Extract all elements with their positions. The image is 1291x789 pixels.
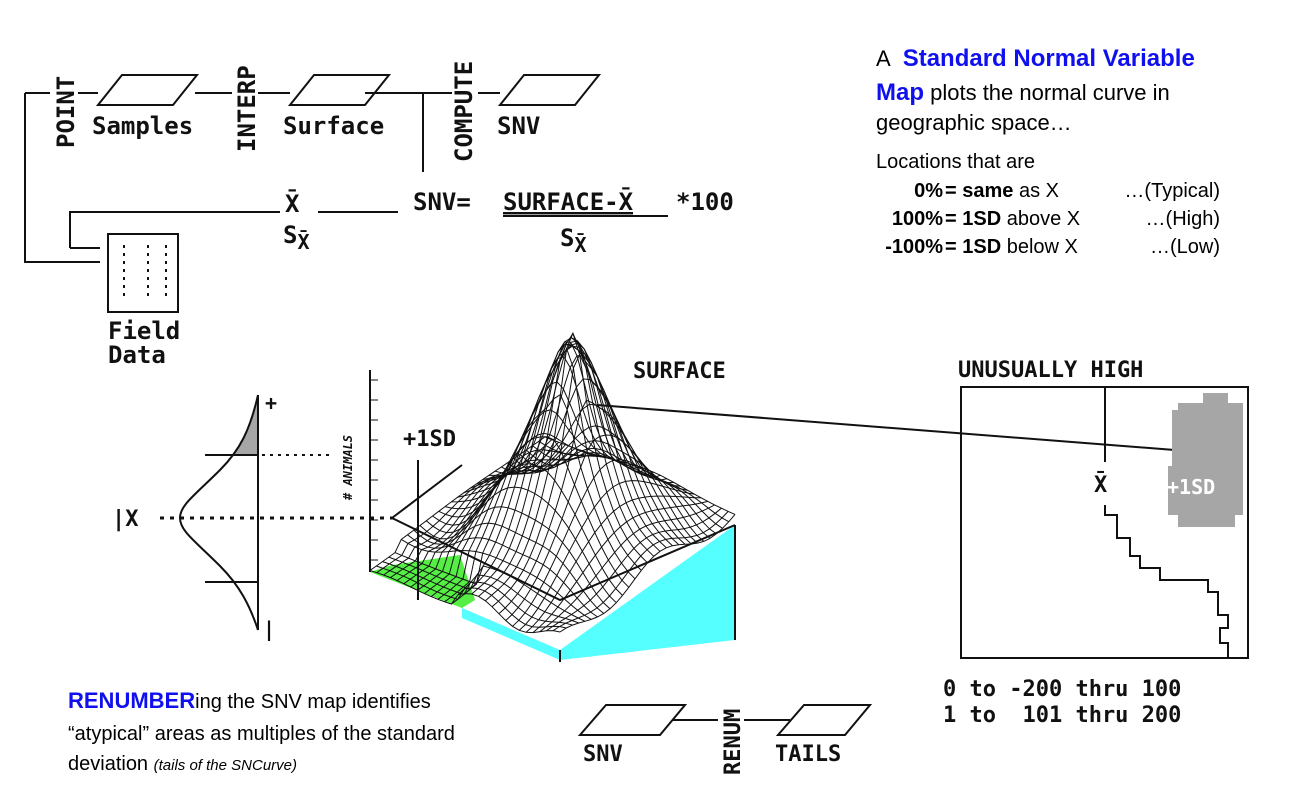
mesh-line	[471, 342, 647, 595]
formula-numerator: SURFACE-X̄	[503, 186, 634, 216]
mesh-line	[491, 353, 668, 608]
legend-row-1: 1 to 101 thru 200	[943, 703, 1181, 728]
mesh-line	[552, 511, 729, 632]
surface-mesh	[369, 332, 736, 634]
point-operation-label: POINT	[52, 76, 80, 148]
mesh-line	[463, 345, 655, 557]
mesh-line	[498, 399, 674, 615]
surface-label: Surface	[283, 112, 384, 140]
renumber-description: RENUMBERing the SNV map identifies “atyp…	[68, 688, 455, 775]
mesh-line	[482, 340, 673, 547]
legend-row-0: 0 to -200 thru 100	[943, 677, 1181, 702]
location-row-pct: -100%	[885, 236, 943, 258]
location-row-pct: 0%	[914, 180, 943, 202]
sd-label: +1SD	[403, 427, 456, 452]
flowchart-bottom: SNV RENUM TAILS	[577, 704, 873, 775]
boundary-line	[1104, 505, 1229, 658]
map-title: UNUSUALLY HIGH	[958, 358, 1143, 383]
map-sd-label: +1SD	[1167, 475, 1215, 499]
data-label: Data	[108, 341, 166, 369]
mesh-line	[532, 445, 723, 529]
surface-plot-label: SURFACE	[633, 359, 726, 384]
field-data-icon	[107, 233, 179, 313]
mesh-line	[519, 447, 711, 539]
samples-layer-icon	[95, 74, 200, 106]
y-axis-label: # ANIMALS	[341, 435, 355, 501]
samples-label: Samples	[92, 112, 193, 140]
plus-label: +	[265, 391, 277, 415]
description-line-3: geographic space…	[876, 110, 1072, 135]
location-row-note: …(Low)	[1150, 236, 1220, 258]
mesh-line	[525, 495, 702, 633]
renumber-line-2: “atypical” areas as multiples of the sta…	[68, 723, 455, 745]
formula-denominator: SX̄	[560, 224, 587, 257]
surface-layer-icon	[287, 74, 392, 106]
surface-3d-plot: # ANIMALS +1SD SURFACE	[341, 332, 736, 662]
map-mean-label: X̄	[1094, 472, 1107, 498]
mean-symbol: X̄	[285, 188, 300, 218]
snv-layer-icon	[497, 74, 602, 106]
bottom-snv-label: SNV	[583, 742, 623, 767]
formula-lhs: SNV=	[413, 188, 471, 216]
compute-operation-label: COMPUTE	[450, 61, 478, 162]
mesh-line	[457, 332, 648, 564]
mesh-line	[532, 500, 709, 633]
renumber-line-3: deviation (tails of the SNCurve)	[68, 753, 297, 775]
minus-label: |	[263, 617, 275, 641]
location-row-pct: 100%	[892, 208, 943, 230]
flowchart-top: POINT Samples INTERP Surface COMPUTE SNV…	[24, 61, 734, 369]
tails-label: TAILS	[775, 742, 841, 767]
bell-curve	[178, 394, 259, 631]
upper-tail-fill	[232, 395, 258, 455]
snv-label: SNV	[497, 112, 540, 140]
mean-marker-label: |X	[112, 507, 139, 532]
field-label: Field	[108, 317, 180, 345]
location-row: = same as X	[945, 180, 1059, 202]
formula-multiplier: *100	[676, 188, 734, 216]
mesh-line	[469, 343, 661, 552]
pointer-arrow	[596, 404, 1203, 460]
normal-curve: + |X |	[112, 391, 395, 641]
description-line-2: Map plots the normal curve in	[876, 79, 1170, 106]
snv-layer-icon-bottom	[577, 704, 688, 736]
mesh-line	[544, 436, 736, 515]
description-line-4: Locations that are	[876, 151, 1035, 173]
tails-layer-icon	[775, 704, 873, 736]
location-row: = 1SD above X	[945, 208, 1080, 230]
mesh-line	[546, 507, 722, 632]
mesh-line	[539, 504, 715, 633]
side-fill	[462, 525, 735, 660]
location-row-note: …(Typical)	[1124, 180, 1220, 202]
location-row: = 1SD below X	[945, 236, 1078, 258]
low-region-fill	[370, 555, 475, 608]
high-region	[1168, 393, 1243, 527]
location-row-note: …(High)	[1146, 208, 1220, 230]
unusually-high-map: UNUSUALLY HIGH X̄ +1SD 0 to -200 thru 10…	[943, 358, 1249, 728]
std-symbol: SX̄	[283, 221, 310, 254]
mesh-line	[518, 480, 695, 631]
interp-operation-label: INTERP	[233, 65, 261, 152]
mesh-line	[513, 440, 705, 542]
mesh-line	[538, 440, 730, 523]
renum-operation-label: RENUM	[721, 709, 746, 775]
mesh-line	[494, 378, 686, 545]
renumber-line-1: RENUMBERing the SNV map identifies	[68, 688, 431, 713]
mesh-line	[485, 332, 661, 602]
